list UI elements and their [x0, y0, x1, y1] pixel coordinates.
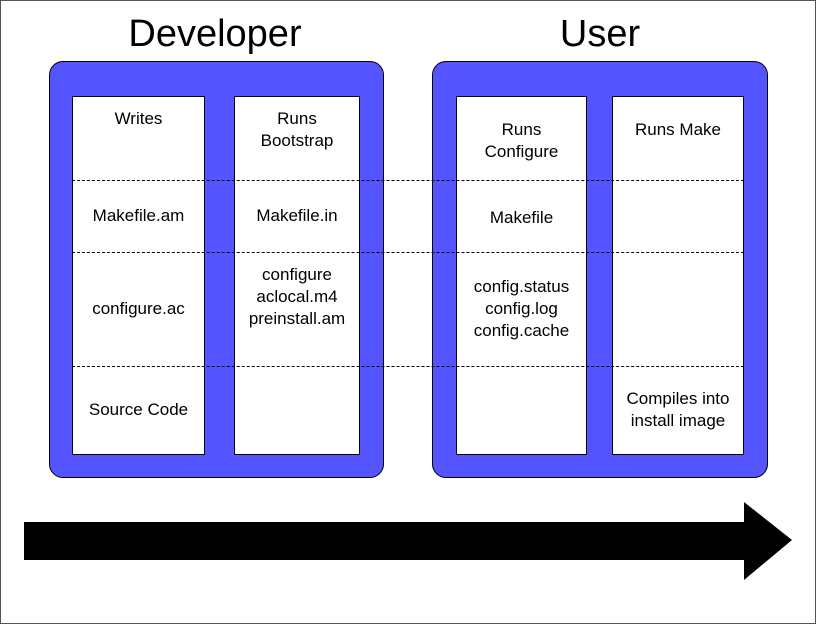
writes-configure-cell: configure.ac [92, 299, 185, 318]
row-divider-makefile [72, 180, 744, 181]
make-makefile-cell [612, 180, 744, 252]
configure-header: Runs Configure [484, 120, 559, 161]
writes-column [72, 96, 205, 455]
bootstrap-configure-cell: configure aclocal.m4 preinstall.am [248, 265, 346, 328]
configure-makefile-cell: Makefile [489, 208, 554, 227]
row-divider-configure [72, 252, 744, 253]
configure-column [456, 96, 587, 455]
writes-source-cell: Source Code [88, 400, 189, 419]
writes-header: Writes [114, 109, 163, 128]
bootstrap-source-cell [234, 366, 360, 454]
bootstrap-column [234, 96, 360, 455]
writes-makefile-cell: Makefile.am [92, 206, 185, 225]
timeline-arrow-icon [24, 502, 792, 580]
make-compile-cell: Compiles into install image [626, 389, 730, 430]
bootstrap-makefile-cell: Makefile.in [256, 206, 338, 225]
make-header: Runs Make [635, 120, 721, 139]
make-column [612, 96, 744, 455]
row-divider-source [72, 366, 744, 367]
developer-heading: Developer [128, 13, 302, 55]
user-heading: User [559, 13, 641, 55]
make-configure-cell [612, 252, 744, 366]
bootstrap-header: Runs Bootstrap [260, 109, 334, 150]
configure-config-cell: config.status config.log config.cache [473, 277, 570, 340]
configure-source-cell [456, 366, 587, 454]
